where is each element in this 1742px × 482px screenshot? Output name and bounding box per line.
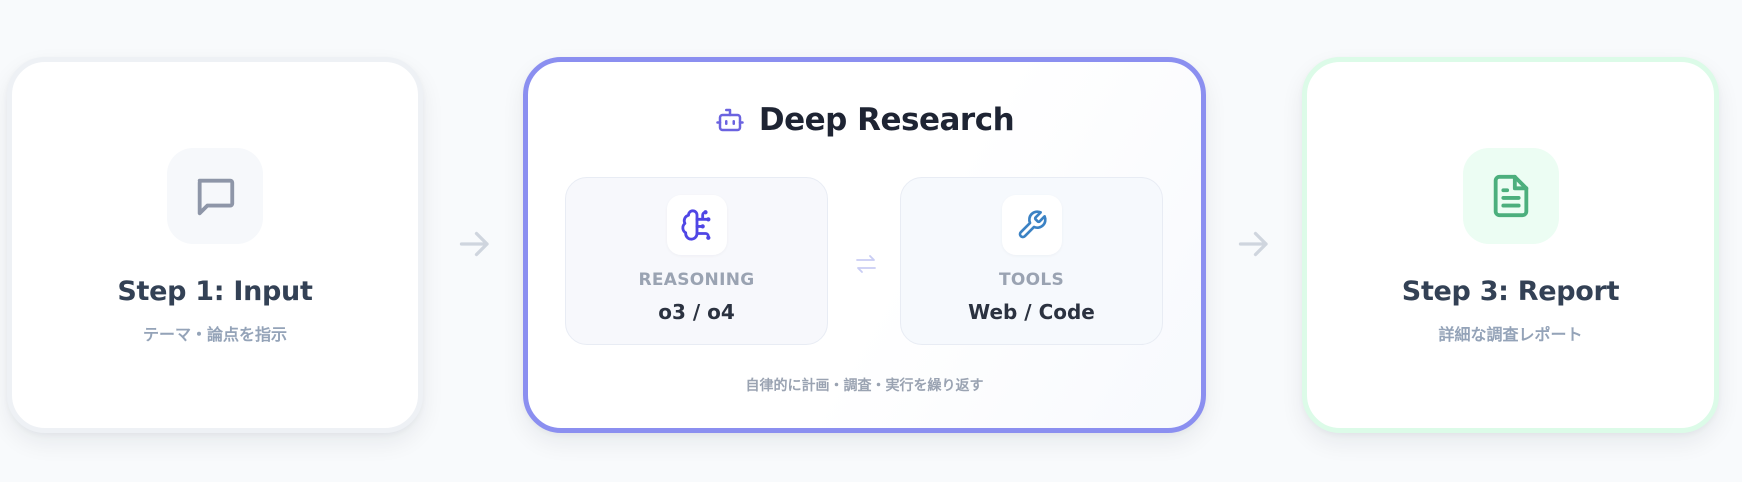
step-input-title: Step 1: Input	[117, 276, 313, 307]
reasoning-icon-box	[666, 195, 727, 255]
tools-value: Web / Code	[968, 300, 1095, 324]
brain-icon	[680, 209, 710, 241]
deep-research-caption: 自律的に計画・調査・実行を繰り返す	[745, 378, 984, 394]
tools-icon-box	[1001, 195, 1062, 255]
reasoning-label: REASONING	[638, 270, 755, 290]
input-icon-box	[167, 148, 263, 244]
deep-research-title: Deep Research	[758, 102, 1015, 138]
deep-research-header: Deep Research	[528, 102, 1201, 138]
step-report-subtitle: 詳細な調査レポート	[1438, 325, 1583, 344]
file-text-icon	[1493, 174, 1528, 218]
arrow-right-icon	[1238, 231, 1268, 257]
step-input-card: Step 1: Input テーマ・論点を指示	[7, 57, 423, 433]
report-icon-box	[1462, 148, 1559, 244]
deep-research-card: Deep Research REASONING o3 / o4 TOOLS We…	[523, 57, 1206, 433]
arrow-right-icon	[459, 231, 489, 257]
reasoning-box: REASONING o3 / o4	[565, 177, 828, 345]
step-report-card: Step 3: Report 詳細な調査レポート	[1302, 57, 1719, 433]
step-input-subtitle: テーマ・論点を指示	[142, 325, 287, 344]
reasoning-value: o3 / o4	[658, 300, 735, 324]
swap-arrows-icon	[856, 255, 876, 273]
wrench-icon	[1018, 210, 1047, 239]
bot-icon	[716, 108, 744, 132]
tools-label: TOOLS	[998, 270, 1065, 290]
message-square-icon	[197, 178, 235, 216]
tools-box: TOOLS Web / Code	[900, 177, 1163, 345]
step-report-title: Step 3: Report	[1401, 276, 1620, 307]
